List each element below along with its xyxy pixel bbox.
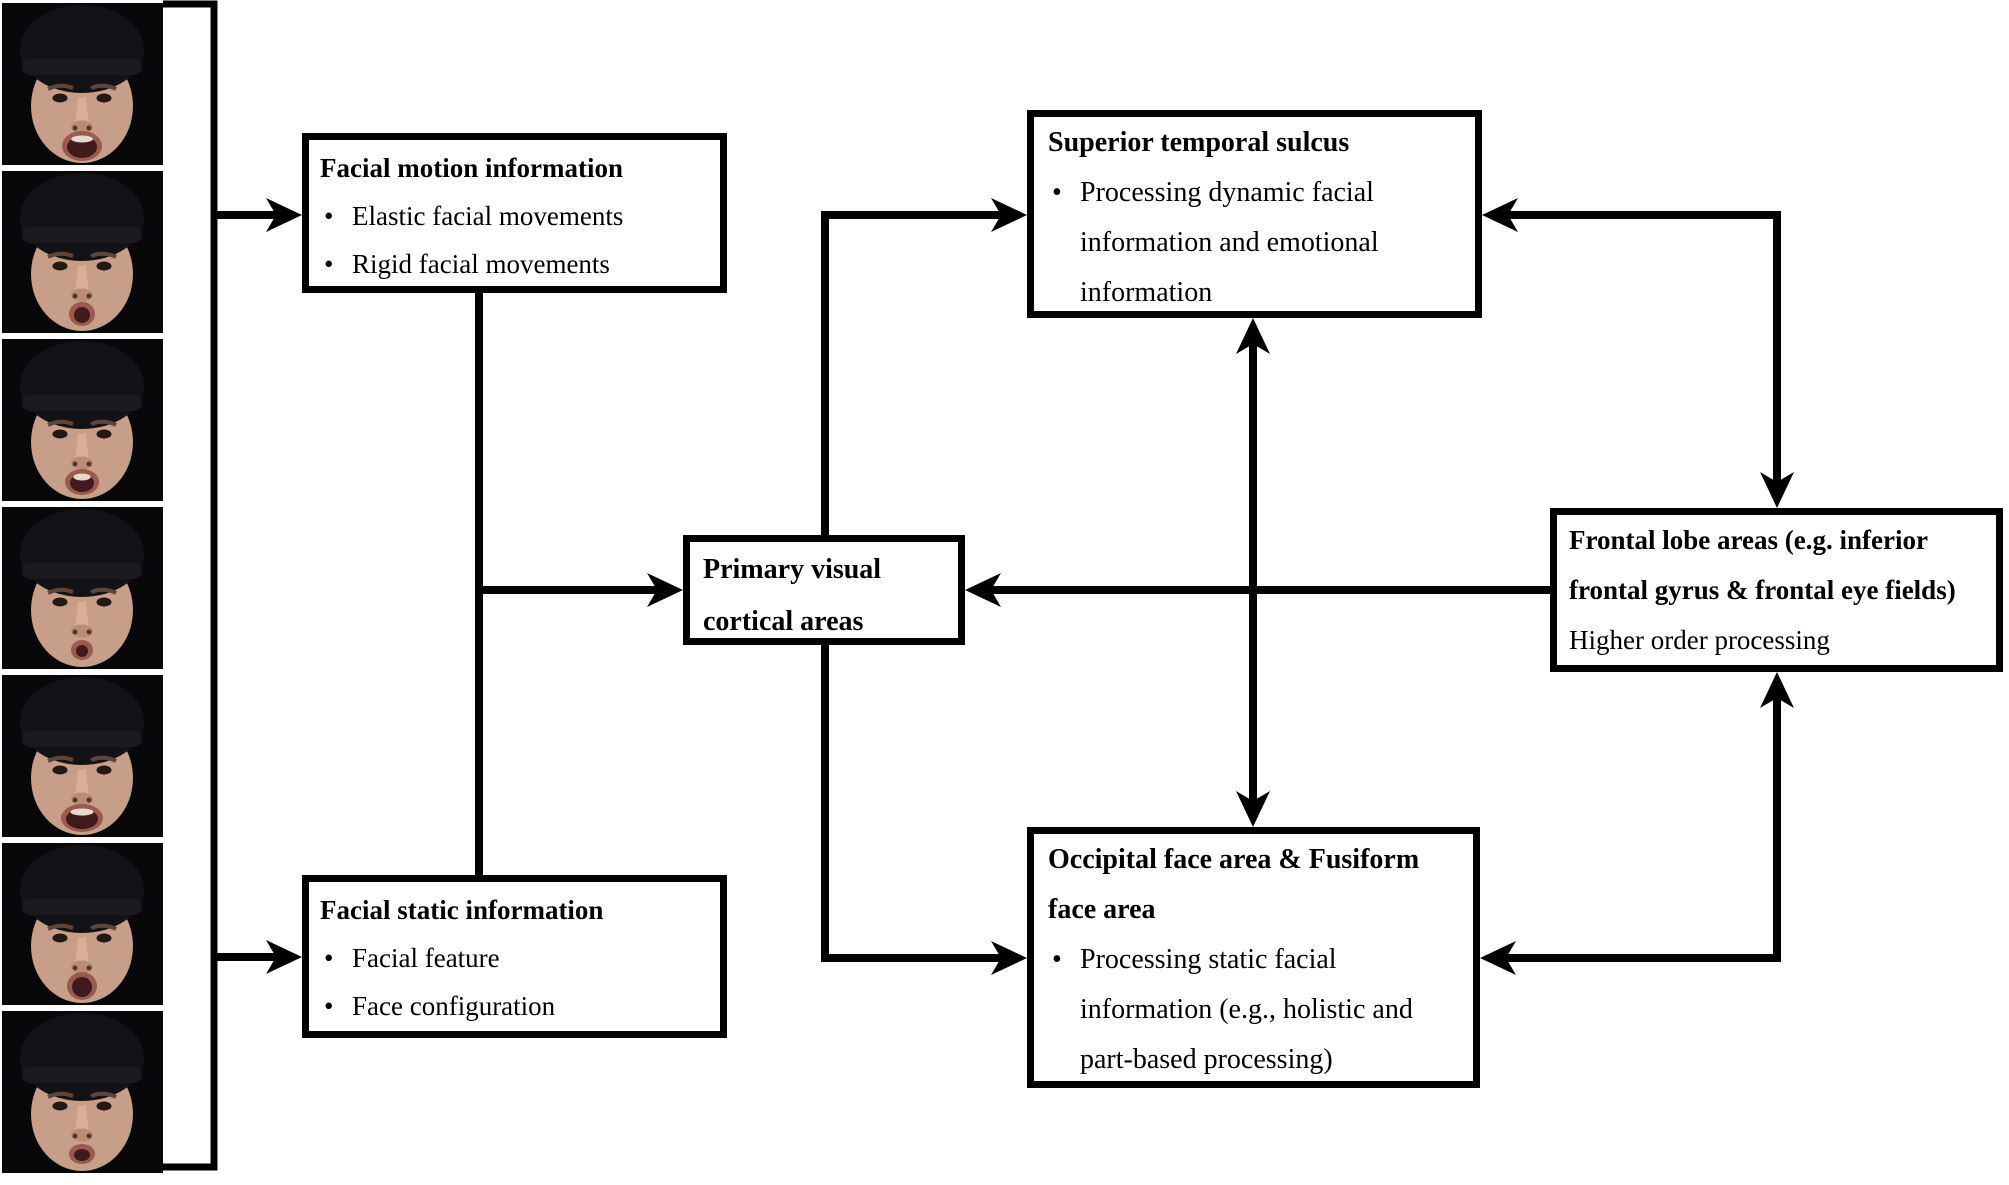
box-occipital-fusiform-face-area: Occipital face area & Fusiform face area… bbox=[1027, 827, 1480, 1088]
bullet-glyph: • bbox=[1052, 177, 1062, 208]
face-photo bbox=[2, 339, 163, 501]
facial-static-title: Facial static information bbox=[320, 895, 604, 925]
face-frame-2 bbox=[2, 171, 163, 333]
face-frame-1 bbox=[2, 3, 163, 165]
ofa-item-1-line-3: part-based processing) bbox=[1080, 1044, 1333, 1075]
face-frame-4 bbox=[2, 507, 163, 669]
facial-motion-item-2: • Rigid facial movements bbox=[320, 240, 712, 288]
facial-static-item-2-text: Face configuration bbox=[352, 991, 556, 1021]
face-frame-6 bbox=[2, 843, 163, 1005]
arrow-faces-to-static bbox=[214, 940, 302, 974]
sts-item-1-line-2: information and emotional bbox=[1080, 227, 1379, 258]
box-superior-temporal-sulcus: Superior temporal sulcus • Processing dy… bbox=[1027, 110, 1482, 318]
face-photo bbox=[2, 675, 163, 837]
sts-item-1: • Processing dynamic facial information … bbox=[1048, 168, 1467, 318]
arrow-ofa-frontal-bidirectional bbox=[1480, 672, 1794, 975]
ofa-title-line-2: face area bbox=[1048, 894, 1156, 925]
sts-item-1-line-1: Processing dynamic facial bbox=[1080, 177, 1374, 208]
ofa-item-1: • Processing static facial information (… bbox=[1048, 935, 1465, 1085]
facial-static-item-1: • Facial feature bbox=[320, 934, 712, 982]
arrow-frontal-to-primary bbox=[965, 573, 1550, 607]
ofa-item-1-line-1: Processing static facial bbox=[1080, 944, 1337, 975]
face-frame-7 bbox=[2, 1011, 163, 1173]
arrow-primary-to-ofa bbox=[821, 642, 1027, 975]
sts-item-1-line-3: information bbox=[1080, 277, 1213, 308]
frontal-title-line-1: Frontal lobe areas (e.g. inferior bbox=[1569, 525, 1928, 555]
frontal-title-line-2: frontal gyrus & frontal eye fields) bbox=[1569, 575, 1956, 605]
arrow-faces-to-motion bbox=[214, 198, 302, 232]
facial-static-item-2: • Face configuration bbox=[320, 982, 712, 1030]
box-primary-visual-cortical-areas: Primary visual cortical areas bbox=[683, 535, 965, 645]
facial-motion-item-1: • Elastic facial movements bbox=[320, 192, 712, 240]
arrow-primary-to-sts bbox=[821, 198, 1027, 538]
facial-motion-item-2-text: Rigid facial movements bbox=[352, 249, 610, 279]
ofa-item-1-line-2: information (e.g., holistic and bbox=[1080, 994, 1413, 1025]
box-frontal-lobe-areas: Frontal lobe areas (e.g. inferior fronta… bbox=[1550, 508, 2003, 672]
arrow-to-primary-visual bbox=[479, 573, 683, 607]
facial-static-item-1-text: Facial feature bbox=[352, 943, 500, 973]
bullet-glyph: • bbox=[324, 249, 334, 279]
ofa-title-line-1: Occipital face area & Fusiform bbox=[1048, 844, 1420, 875]
arrow-sts-ofa-bidirectional bbox=[1236, 318, 1270, 827]
face-frame-3 bbox=[2, 339, 163, 501]
face-photo bbox=[2, 507, 163, 669]
arrow-sts-frontal-bidirectional bbox=[1482, 198, 1794, 508]
face-strip-brace bbox=[163, 0, 218, 1171]
box-facial-static-information: Facial static information • Facial featu… bbox=[302, 875, 727, 1038]
sts-title: Superior temporal sulcus bbox=[1048, 127, 1350, 158]
bullet-glyph: • bbox=[1052, 944, 1062, 975]
box-facial-motion-information: Facial motion information • Elastic faci… bbox=[302, 133, 727, 293]
face-photo bbox=[2, 843, 163, 1005]
face-photo bbox=[2, 1011, 163, 1173]
face-photo bbox=[2, 171, 163, 333]
bullet-glyph: • bbox=[324, 201, 334, 231]
bullet-glyph: • bbox=[324, 943, 334, 973]
face-frame-5 bbox=[2, 675, 163, 837]
face-photo bbox=[2, 3, 163, 165]
frontal-subtitle: Higher order processing bbox=[1569, 625, 1830, 655]
facial-motion-item-1-text: Elastic facial movements bbox=[352, 201, 624, 231]
primary-visual-title: Primary visual cortical areas bbox=[703, 554, 882, 637]
facial-motion-title: Facial motion information bbox=[320, 153, 623, 183]
bullet-glyph: • bbox=[324, 991, 334, 1021]
